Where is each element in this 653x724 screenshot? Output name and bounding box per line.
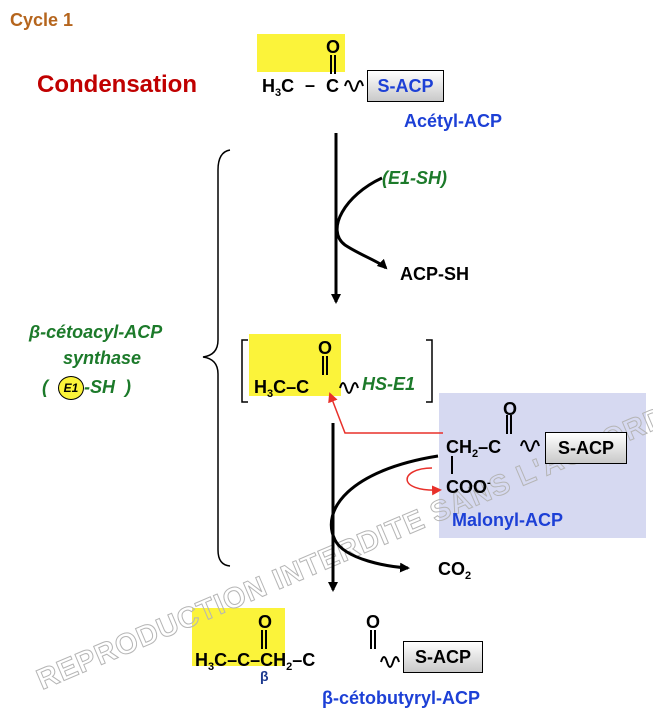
- acetyl-wavy-bond: [344, 80, 364, 92]
- acetyl-name: Acétyl-ACP: [404, 111, 503, 131]
- product-oxygen-2: O: [366, 612, 381, 632]
- intermediate-highlight: [249, 334, 341, 396]
- malonyl-oxygen: O: [503, 399, 518, 419]
- enzyme-name-line2: synthase: [63, 348, 142, 368]
- acp-sh-label: ACP-SH: [400, 264, 470, 284]
- cycle-title: Cycle 1: [10, 10, 74, 30]
- bracket-left: [241, 339, 248, 403]
- product-oxygen-1: O: [258, 612, 273, 632]
- enzyme-circle-icon: E1: [58, 376, 85, 400]
- left-brace: [202, 149, 231, 567]
- product-chain: H3C–C–CH2–C: [195, 650, 316, 673]
- malonyl-panel: [439, 393, 646, 538]
- malonyl-name: Malonyl-ACP: [452, 510, 564, 530]
- e1-sh-label: (E1-SH): [382, 168, 448, 188]
- product-beta-label: β: [260, 668, 269, 684]
- product-sacp-box: S-ACP: [403, 641, 483, 673]
- intermediate-methyl: H3C–C: [254, 377, 310, 400]
- acetyl-sacp-box: S-ACP: [367, 70, 444, 102]
- malonyl-coo: COO-: [446, 477, 491, 497]
- product-highlight: [192, 608, 285, 666]
- malonyl-ch2: CH2–C: [446, 437, 502, 460]
- enzyme-formula: ( E1-SH ): [42, 376, 131, 400]
- step1-curve: [335, 176, 388, 270]
- intermediate-wavy-bond: [339, 382, 359, 394]
- product-name: β-cétobutyryl-ACP: [322, 688, 481, 708]
- bracket-right: [426, 339, 433, 403]
- malonyl-wavy-bond: [520, 440, 540, 452]
- malonyl-sacp-box: S-ACP: [545, 432, 627, 464]
- acetyl-methyl: H3C: [262, 76, 295, 99]
- acetyl-oxygen: O: [326, 37, 341, 57]
- hs-e1-label: HS-E1: [362, 374, 416, 394]
- step2-curve: [329, 454, 439, 573]
- acetyl-carbonyl-carbon: C: [326, 76, 339, 96]
- enzyme-name-line1: β-cétoacyl-ACP: [29, 322, 163, 342]
- step-label: Condensation: [37, 71, 197, 98]
- red-arrow-attack: [328, 392, 443, 434]
- acetyl-bond-dash: –: [305, 75, 316, 95]
- product-wavy-bond: [380, 656, 400, 668]
- co2-label: CO2: [438, 559, 472, 582]
- red-arrow-decarboxylation: [406, 467, 442, 496]
- intermediate-oxygen: O: [318, 338, 333, 358]
- watermark-text: REPRODUCTION INTERDITE SANS L'ACCORD DES…: [32, 312, 653, 696]
